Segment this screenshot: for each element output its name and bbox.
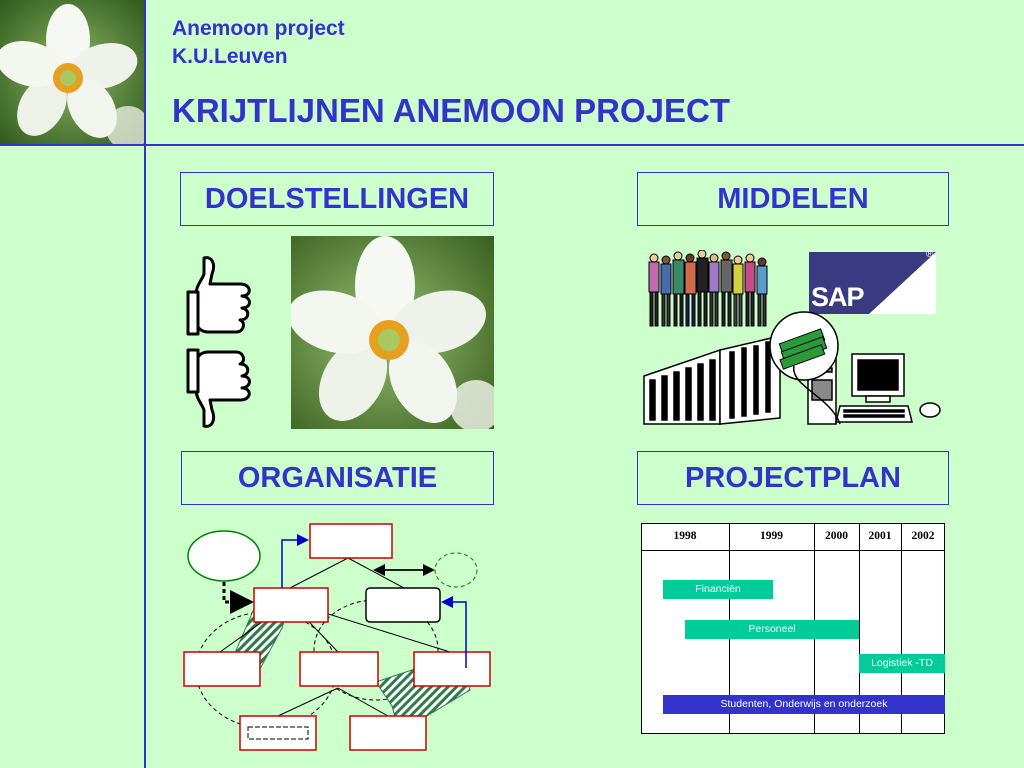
doelstellingen-box: DOELSTELLINGEN (180, 172, 494, 226)
registered-mark: ® (926, 249, 934, 260)
year-2001: 2001 (868, 530, 892, 542)
year-2000: 2000 (825, 530, 848, 542)
people-group-icon (648, 250, 768, 327)
sap-logo-text: SAP (811, 282, 865, 312)
left-divider (144, 0, 146, 768)
middelen-box: MIDDELEN (637, 172, 949, 226)
header-subtitle: Anemoon project K.U.Leuven (172, 15, 345, 71)
page-title: KRIJTLIJNEN ANEMOON PROJECT (172, 92, 731, 129)
thumbs-down-icon (186, 348, 251, 428)
gantt-bar-financien: Financiën (663, 580, 773, 599)
projectplan-box: PROJECTPLAN (637, 451, 949, 505)
gantt-col-rule (901, 524, 902, 733)
gantt-bar-studenten: Studenten, Onderwijs en onderzoek (663, 695, 945, 714)
project-name: Anemoon project (172, 17, 345, 40)
sap-logo: SAP ® (809, 249, 936, 314)
infrastructure-illustration (643, 311, 941, 425)
year-2002: 2002 (911, 530, 935, 542)
institution-name: K.U.Leuven (172, 45, 288, 68)
gantt-header-rule (642, 550, 944, 551)
gantt-bar-logistiek: Logistiek -TD (859, 654, 945, 673)
gantt-bar-personeel: Personeel (685, 620, 859, 639)
organisation-diagram (183, 523, 491, 751)
flower-photo (291, 236, 494, 429)
organisatie-box: ORGANISATIE (181, 451, 494, 505)
year-1999: 1999 (760, 530, 783, 542)
flower-photo-header (0, 0, 144, 144)
gantt-col-rule (859, 524, 860, 733)
header-divider (0, 144, 1024, 146)
year-1998: 1998 (673, 530, 697, 542)
thumbs-up-icon (186, 256, 251, 336)
